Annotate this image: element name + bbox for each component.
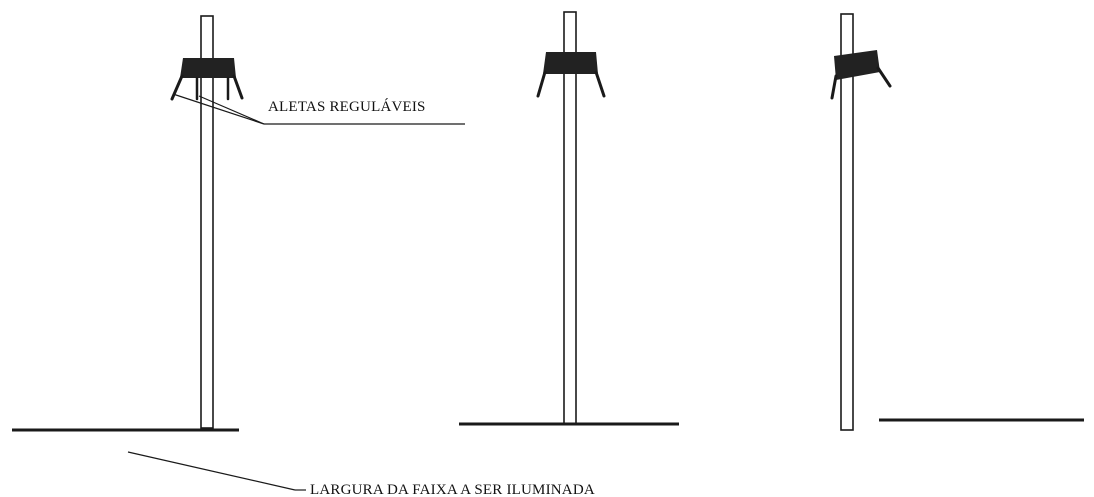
- luminaire-middle: [543, 52, 598, 74]
- pole-right: [840, 13, 854, 431]
- fin-left-outer: [170, 74, 184, 101]
- pole-assembly-left: [12, 15, 244, 432]
- pole-assembly-middle: [459, 11, 679, 426]
- pole-left: [200, 15, 214, 429]
- pole-assembly-right: [830, 13, 1084, 431]
- luminaire-right: [834, 50, 880, 80]
- strip-width-label: LARGURA DA FAIXA A SER ILUMINADA: [310, 482, 595, 497]
- luminaire-left: [180, 58, 236, 78]
- fins-leader: [172, 93, 465, 125]
- fin-right-right: [876, 66, 892, 88]
- fin-middle-left: [536, 70, 547, 98]
- fin-right-outer: [232, 74, 244, 100]
- fins-label: ALETAS REGULÁVEIS: [268, 98, 426, 115]
- fin-middle-right: [594, 70, 606, 98]
- fin-right-left: [830, 74, 838, 100]
- strip-width-leader: [127, 451, 306, 491]
